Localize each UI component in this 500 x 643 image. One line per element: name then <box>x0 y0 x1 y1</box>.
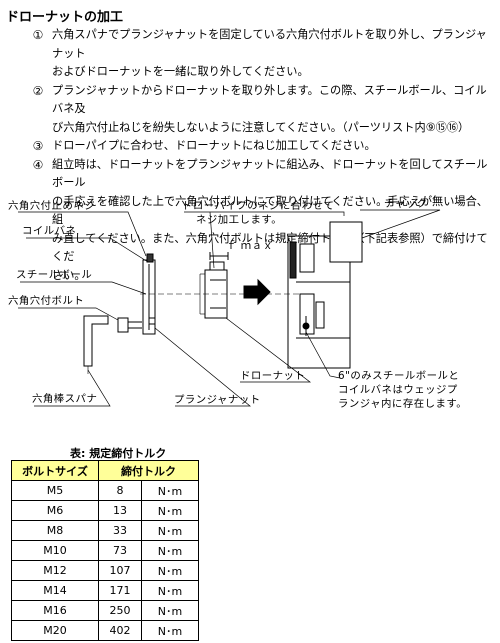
cell-value: 33 <box>98 520 142 541</box>
cell-size: M20 <box>11 620 99 641</box>
cell-size: M16 <box>11 600 99 621</box>
cell-value: 107 <box>98 560 142 581</box>
table-row: M12 107 N･m <box>11 560 199 581</box>
table-row: M5 8 N･m <box>11 480 199 501</box>
step-text-line: み直してください。また、六角穴付ボルトは規定締付トルク（下記表参照）で締付けてく… <box>52 231 488 264</box>
step-number: ② <box>32 83 44 98</box>
table-row: M10 73 N･m <box>11 540 199 561</box>
step-text-line: の手応えを確認した上で六角穴付ボルトにて取り付けてください。手応えが無い場合、組 <box>52 194 488 227</box>
cell-unit: N･m <box>141 600 199 621</box>
cell-unit: N･m <box>141 620 199 641</box>
step-text-line: 六角スパナでプランジャナットを固定している六角穴付ボルトを取り外し、プランジャナ… <box>52 28 487 60</box>
label-ball-note-2: コイルバネはウェッジプ <box>338 384 458 396</box>
label-f-max: ｆ ｍａｘ <box>226 240 274 252</box>
label-ball-note-3: ランジャ内に存在します。 <box>338 398 468 410</box>
label-thread-note-2: ネジ加工します。 <box>196 214 283 226</box>
plunger-nut-shape <box>142 253 156 335</box>
step-text-line: ドローパイプに合わせ、ドローナットにねじ加工してください。 <box>52 139 376 152</box>
label-steel-ball: スチールボール <box>16 269 93 281</box>
cell-value: 8 <box>98 480 142 501</box>
assembly-diagram: 六角穴付止めネジ コイルバネ スチールボール 六角穴付ボルト 六角棒スパナ ドロ… <box>0 198 500 428</box>
step-text-line: 組立時は、ドローナットをプランジャナットに組込み、ドローナットを回してスチールボ… <box>52 157 488 190</box>
draw-nut-shape <box>199 261 228 319</box>
step-number: ① <box>32 28 44 42</box>
label-chuck: チャック <box>384 198 428 210</box>
assembly-drawing <box>18 209 441 407</box>
header-torque: 締付トルク <box>98 460 199 481</box>
cell-size: M5 <box>11 480 99 501</box>
step-number: ③ <box>32 139 44 153</box>
label-draw-nut: ドローナット <box>240 370 306 382</box>
cell-size: M10 <box>11 540 99 561</box>
label-ball-note-1: 6"のみスチールボールと <box>338 370 460 382</box>
header-bolt-size: ボルトサイズ <box>11 460 99 481</box>
table-row: M16 250 N･m <box>11 600 199 621</box>
hex-wrench-shape <box>83 315 109 374</box>
label-set-screw: 六角穴付止めネジ <box>8 200 96 212</box>
cell-unit: N･m <box>141 580 199 601</box>
step-2: ② プランジャナットからドローナットを取り外します。この際、スチールボール、コイ… <box>30 82 496 138</box>
cell-unit: N･m <box>141 500 199 521</box>
label-plunger-nut: プランジャナット <box>174 394 261 406</box>
cell-unit: N･m <box>141 540 199 561</box>
step-4: ④ 組立時は、ドローナットをプランジャナットに組込み、ドローナットを回してスチー… <box>30 156 496 286</box>
chuck-shape <box>287 221 363 369</box>
instruction-steps: ① 六角スパナでプランジャナットを固定している六角穴付ボルトを取り外し、プランジ… <box>30 26 496 285</box>
table-row: M14 171 N･m <box>11 580 199 601</box>
label-hex-wrench: 六角棒スパナ <box>32 393 98 405</box>
cell-value: 73 <box>98 540 142 561</box>
cell-size: M8 <box>11 520 99 541</box>
leader-lines <box>18 209 441 407</box>
torque-table-caption: 表: 規定締付トルク <box>70 447 167 460</box>
step-text-line: さい。 <box>52 268 86 282</box>
cell-size: M12 <box>11 560 99 581</box>
table-row: M8 33 N･m <box>11 520 199 541</box>
step-1: ① 六角スパナでプランジャナットを固定している六角穴付ボルトを取り外し、プランジ… <box>30 26 496 82</box>
table-row: M6 13 N･m <box>11 500 199 521</box>
hex-bolt-shape <box>117 317 142 333</box>
step-number: ④ <box>32 157 44 172</box>
label-coil-spring: コイルバネ <box>22 225 77 237</box>
cell-value: 402 <box>98 620 142 641</box>
label-hex-bolt: 六角穴付ボルト <box>8 295 85 307</box>
cell-unit: N･m <box>141 520 199 541</box>
arrow-icon <box>243 278 271 306</box>
cell-size: M6 <box>11 500 99 521</box>
step-text-line: び六角穴付止ねじを紛失しないように注意してください。（パーツリスト内⑨⑮⑯） <box>52 120 470 134</box>
cell-value: 13 <box>98 500 142 521</box>
torque-table: ボルトサイズ 締付トルク M5 8 N･m M6 13 N･m M8 33 N･… <box>11 460 199 641</box>
table-row: M20 402 N･m <box>11 620 199 641</box>
section-title: ドローナットの加工 <box>6 10 124 25</box>
cell-value: 171 <box>98 580 142 601</box>
cell-unit: N･m <box>141 560 199 581</box>
label-thread-note-1: ドローパイプのネジに合わせて <box>182 200 335 212</box>
cell-unit: N･m <box>141 480 199 501</box>
table-header-row: ボルトサイズ 締付トルク <box>11 460 199 481</box>
step-text-line: およびドローナットを一緒に取り外してください。 <box>52 65 309 78</box>
cell-value: 250 <box>98 600 142 621</box>
step-3: ③ ドローパイプに合わせ、ドローナットにねじ加工してください。 <box>30 137 496 156</box>
cell-size: M14 <box>11 580 99 601</box>
step-text-line: プランジャナットからドローナットを取り外します。この際、スチールボール、コイルバ… <box>52 83 487 116</box>
